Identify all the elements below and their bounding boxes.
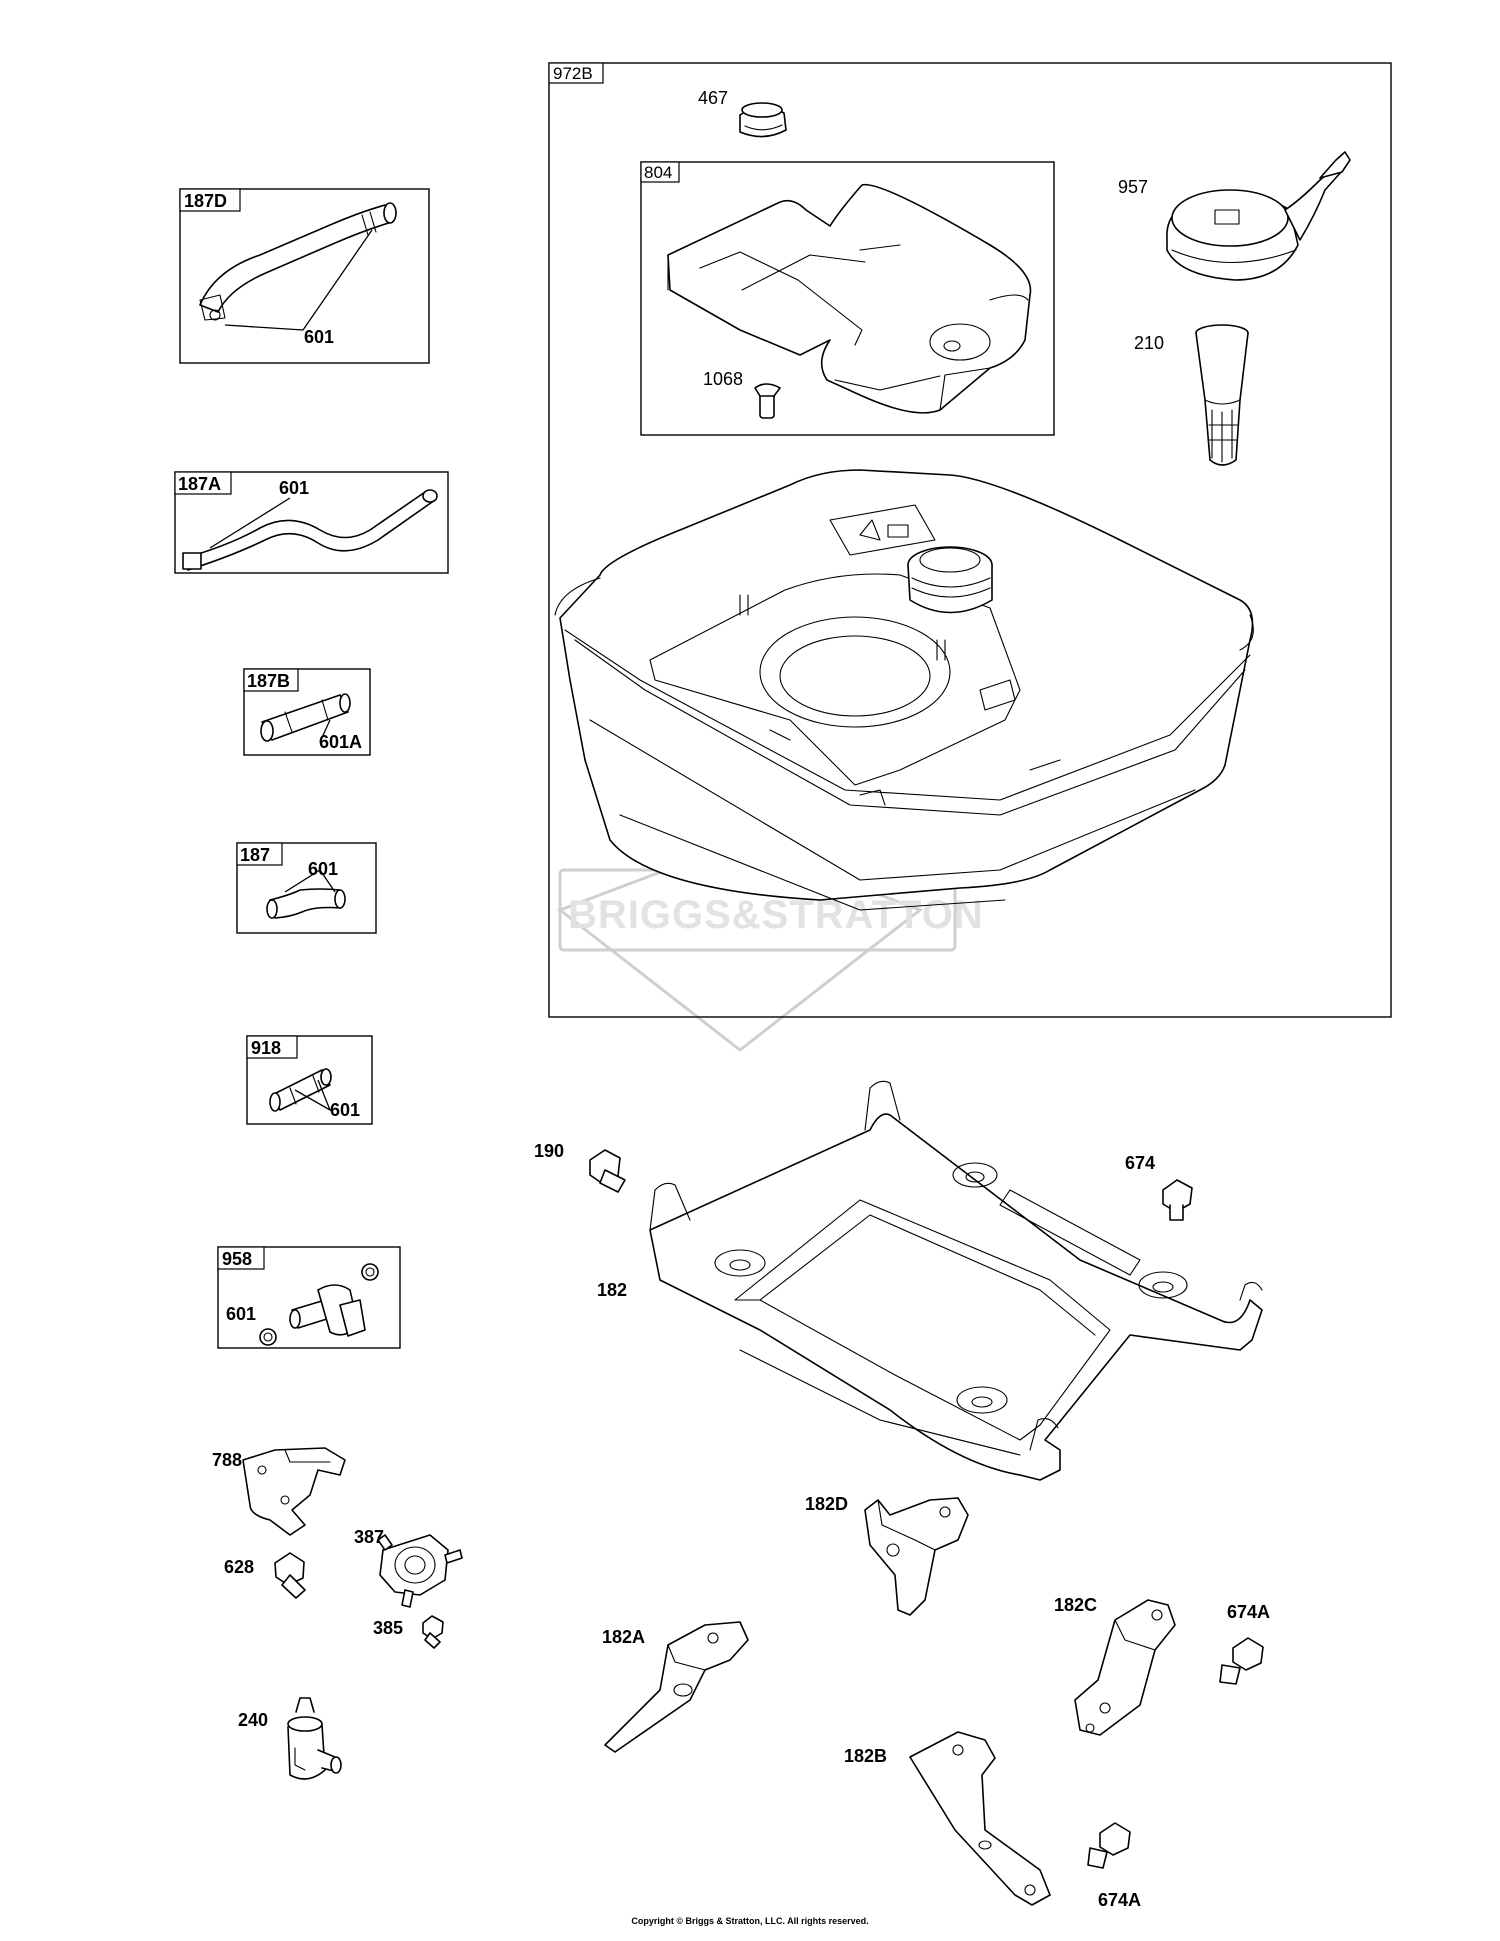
- callout-210: 210: [1134, 333, 1164, 353]
- copyright-notice: Copyright © Briggs & Stratton, LLC. All …: [631, 1916, 869, 1926]
- box-187A: 187A: [174, 471, 449, 574]
- box-804: 804: [640, 161, 1055, 436]
- callout-601-918: 601: [330, 1100, 360, 1120]
- part-674A-bolt-upper[interactable]: [1219, 1637, 1264, 1685]
- part-187-hose-elbow[interactable]: [266, 888, 346, 919]
- box-187B: 187B: [243, 668, 371, 756]
- callout-1068: 1068: [703, 369, 743, 389]
- part-190-bolt[interactable]: [589, 1149, 626, 1193]
- part-467-knob[interactable]: [739, 102, 787, 138]
- box-972B: 972B: [548, 62, 1392, 1018]
- callout-182B: 182B: [844, 1746, 887, 1766]
- callout-674A-upper: 674A: [1227, 1602, 1270, 1622]
- box-label-958: 958: [222, 1249, 252, 1269]
- callout-182: 182: [597, 1280, 627, 1300]
- part-788-bracket[interactable]: [242, 1447, 346, 1536]
- callout-385: 385: [373, 1618, 403, 1638]
- part-958-fuel-shutoff-valve[interactable]: [259, 1263, 379, 1346]
- box-187D: 187D: [179, 188, 430, 364]
- part-182A-bracket[interactable]: [604, 1621, 749, 1753]
- part-187D-hose[interactable]: [199, 202, 397, 321]
- part-182C-bracket[interactable]: [1074, 1599, 1176, 1736]
- box-918: 918: [246, 1035, 373, 1125]
- box-label-918: 918: [251, 1038, 281, 1058]
- part-674-bolt[interactable]: [1162, 1179, 1193, 1221]
- callout-182C: 182C: [1054, 1595, 1097, 1615]
- box-label-187A: 187A: [178, 474, 221, 494]
- callout-628: 628: [224, 1557, 254, 1577]
- part-674A-bolt-lower[interactable]: [1087, 1822, 1131, 1869]
- callout-957: 957: [1118, 177, 1148, 197]
- callout-601-187D: 601: [304, 327, 334, 347]
- part-628-bolt[interactable]: [274, 1552, 306, 1599]
- part-1068-clip[interactable]: [754, 383, 781, 419]
- part-182B-bracket[interactable]: [909, 1731, 1051, 1906]
- part-187A-hose[interactable]: [182, 489, 438, 571]
- callout-601A: 601A: [319, 732, 362, 752]
- box-label-804: 804: [644, 163, 672, 182]
- part-187B-hose[interactable]: [260, 693, 351, 742]
- part-fuel-tank[interactable]: [554, 469, 1254, 911]
- callout-467: 467: [698, 88, 728, 108]
- box-label-187: 187: [240, 845, 270, 865]
- box-label-187D: 187D: [184, 191, 227, 211]
- part-957-fuel-cap[interactable]: [1166, 151, 1351, 281]
- part-182D-bracket[interactable]: [864, 1497, 969, 1616]
- callout-674: 674: [1125, 1153, 1155, 1173]
- part-210-fuel-strainer[interactable]: [1195, 324, 1249, 466]
- callout-601-958: 601: [226, 1304, 256, 1324]
- brand-watermark: BRIGGS&STRATTON: [556, 840, 984, 1052]
- callout-182D: 182D: [805, 1494, 848, 1514]
- box-187: 187: [236, 842, 377, 934]
- callout-601-187: 601: [308, 859, 338, 879]
- callout-601-187A: 601: [279, 478, 309, 498]
- part-385-screw[interactable]: [422, 1615, 444, 1649]
- part-918-hose[interactable]: [269, 1068, 332, 1112]
- box-label-972B: 972B: [553, 64, 593, 83]
- callout-674A-lower: 674A: [1098, 1890, 1141, 1910]
- part-240-fuel-filter[interactable]: [287, 1697, 342, 1780]
- part-387-fuel-pump[interactable]: [377, 1534, 463, 1608]
- part-804-tank-cover[interactable]: [667, 183, 1032, 414]
- callout-190: 190: [534, 1141, 564, 1161]
- callout-182A: 182A: [602, 1627, 645, 1647]
- watermark-text: BRIGGS&STRATTON: [568, 893, 984, 937]
- callout-240: 240: [238, 1710, 268, 1730]
- box-958: 958: [217, 1246, 401, 1349]
- callout-387: 387: [354, 1527, 384, 1547]
- callout-788: 788: [212, 1450, 242, 1470]
- part-182-tank-bracket-frame[interactable]: [649, 1080, 1263, 1481]
- box-label-187B: 187B: [247, 671, 290, 691]
